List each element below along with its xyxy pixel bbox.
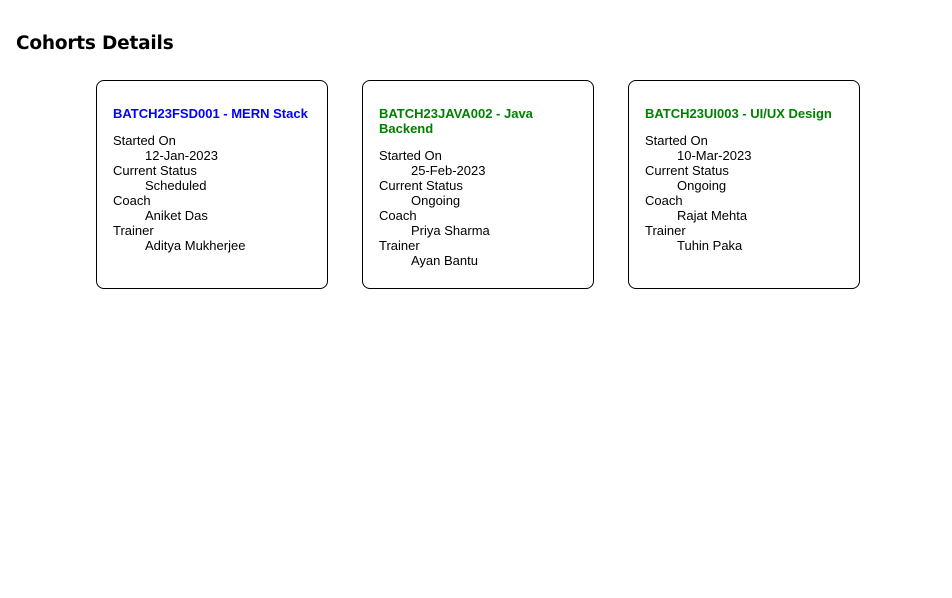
cohort-details: Started On 10-Mar-2023 Current Status On… — [645, 133, 843, 253]
coach-label: Coach — [113, 193, 151, 208]
cohort-title: BATCH23FSD001 - MERN Stack — [113, 106, 308, 121]
cohort-title: BATCH23UI003 - UI/UX Design — [645, 106, 832, 121]
coach-value: Rajat Mehta — [677, 208, 748, 223]
started-on-label: Started On — [113, 133, 176, 148]
page-title: Cohorts Details — [16, 33, 174, 54]
cohort-card: BATCH23JAVA002 - Java Backend Started On… — [362, 80, 594, 289]
cohort-card: BATCH23FSD001 - MERN Stack Started On 12… — [96, 80, 328, 289]
current-status-value: Scheduled — [145, 178, 207, 193]
trainer-value: Aditya Mukherjee — [145, 238, 246, 253]
cohort-details: Started On 25-Feb-2023 Current Status On… — [379, 148, 577, 268]
coach-value: Aniket Das — [145, 208, 208, 223]
trainer-value: Ayan Bantu — [411, 253, 478, 268]
started-on-value: 12-Jan-2023 — [145, 148, 218, 163]
current-status-value: Ongoing — [677, 178, 727, 193]
coach-label: Coach — [645, 193, 683, 208]
current-status-label: Current Status — [645, 163, 729, 178]
started-on-label: Started On — [379, 148, 442, 163]
trainer-value: Tuhin Paka — [677, 238, 743, 253]
trainer-label: Trainer — [645, 223, 686, 238]
current-status-label: Current Status — [113, 163, 197, 178]
coach-value: Priya Sharma — [411, 223, 490, 238]
started-on-value: 10-Mar-2023 — [677, 148, 752, 163]
current-status-value: Ongoing — [411, 193, 461, 208]
started-on-value: 25-Feb-2023 — [411, 163, 486, 178]
cohort-title: BATCH23JAVA002 - Java Backend — [379, 106, 533, 136]
coach-label: Coach — [379, 208, 417, 223]
trainer-label: Trainer — [379, 238, 420, 253]
cohort-details: Started On 12-Jan-2023 Current Status Sc… — [113, 133, 311, 253]
cohort-card: BATCH23UI003 - UI/UX Design Started On 1… — [628, 80, 860, 289]
started-on-label: Started On — [645, 133, 708, 148]
current-status-label: Current Status — [379, 178, 463, 193]
trainer-label: Trainer — [113, 223, 154, 238]
